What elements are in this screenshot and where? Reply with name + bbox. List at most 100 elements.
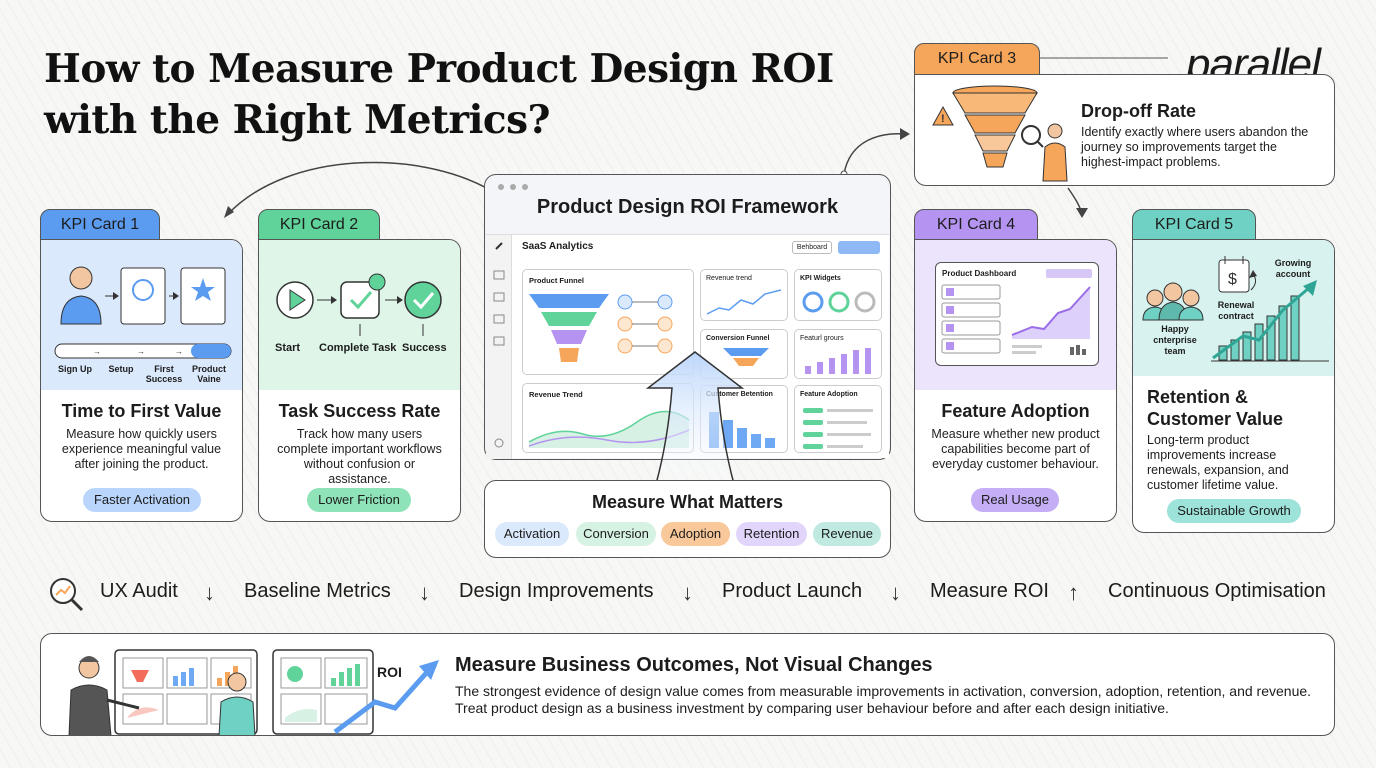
title-line-2: with the Right Metrics? xyxy=(44,97,550,143)
sidebar-icons xyxy=(493,242,505,448)
panel-label: Revenue Trend xyxy=(529,390,583,399)
chip-adoption: Adoption xyxy=(661,522,730,546)
panel-label: Featurl grours xyxy=(800,335,844,342)
label-happy-team: Happy cnterprise team xyxy=(1153,324,1197,356)
magnifier-chart-icon xyxy=(50,578,84,612)
label-growing-account: Growing account xyxy=(1274,258,1312,279)
panel-label: Revenue trend xyxy=(706,275,752,282)
bottom-title: Measure Business Outcomes, Not Visual Ch… xyxy=(455,654,933,676)
journey-label-product-value: Product Vaine xyxy=(191,364,226,384)
kpi-card-3-description: Identify exactly where users abandon the… xyxy=(1081,125,1309,169)
chip-revenue: Revenue xyxy=(813,522,881,546)
journey-label-first-success: First Success xyxy=(145,364,183,384)
panel-label: Product Funnel xyxy=(529,276,584,285)
kpi-card-5-tab: KPI Card 5 xyxy=(1132,209,1256,241)
kpi-card-1-title: Time to First Value xyxy=(61,401,222,421)
panel-revenue-trend-small: Revenue trend xyxy=(700,269,788,321)
svg-text:!: ! xyxy=(941,113,945,125)
kpi-card-2-title: Task Success Rate xyxy=(278,401,441,421)
kpi-card-5-title: Retention & Customer Value xyxy=(1147,387,1284,429)
arrow-down-icon: ↓ xyxy=(204,580,215,605)
growth-team-icon: $ xyxy=(1142,256,1329,362)
kpi-card-1-illustration: →→→ Sign Up Setup First Success Product … xyxy=(41,240,242,390)
kpi-card-3-title: Drop-off Rate xyxy=(1081,101,1196,121)
bottom-banner: ROI Measure Business Outcomes, Not Visua… xyxy=(40,633,1335,736)
arrow-down-icon: ↓ xyxy=(419,580,430,605)
panel-feature-adoption: Feature Adoption xyxy=(794,385,882,453)
chip-conversion: Conversion xyxy=(576,522,656,546)
panel-feature-groups: Featurl grours xyxy=(794,329,882,379)
panel-revenue-trend-large: Revenue Trend xyxy=(522,383,694,453)
panel-kpi-widgets: KPI Widgets xyxy=(794,269,882,321)
svg-text:→: → xyxy=(175,347,183,356)
panel-label: KPI Widgets xyxy=(800,275,841,282)
framework-title: Product Design ROI Framework xyxy=(536,196,839,218)
roi-label: ROI xyxy=(377,664,402,680)
journey-label-setup: Setup xyxy=(108,364,134,374)
funnel-chart xyxy=(529,294,673,362)
kpi-card-5-description: Long-term product improvements increase … xyxy=(1147,433,1289,492)
line-chart xyxy=(706,289,782,315)
kpi-card-5-illustration: $ Growing account Renewal contract Happy… xyxy=(1133,240,1334,376)
bar-chart xyxy=(805,348,871,374)
page-title: How to Measure Product Design ROI with t… xyxy=(44,44,834,146)
title-line-1: How to Measure Product Design ROI xyxy=(44,46,834,92)
kpi-card-4-illustration: Product Dashboard xyxy=(915,240,1116,390)
product-dashboard-mockup: Product Dashboard xyxy=(935,262,1099,366)
kpi-card-2-pill: Lower Friction xyxy=(307,488,411,512)
dashboard-action-button[interactable] xyxy=(838,241,880,254)
task-label-success: Success xyxy=(402,342,447,354)
panel-label: Conversion Funnel xyxy=(706,335,770,342)
arrow-up-icon: ↑ xyxy=(1068,580,1079,605)
step-baseline-metrics: Baseline Metrics xyxy=(244,580,391,602)
business-outcomes-illustration xyxy=(68,649,439,735)
panel-label: Customer Betention xyxy=(706,391,773,398)
kpi-card-4-title: Feature Adoption xyxy=(941,401,1090,421)
dashboard-sidebar xyxy=(486,235,512,459)
kpi-card-1-description: Measure how quickly users experience mea… xyxy=(61,427,222,471)
step-design-improvements: Design Improvements xyxy=(459,580,654,602)
svg-text:→: → xyxy=(93,347,101,356)
kpi-card-5: $ Growing account Renewal contract Happy… xyxy=(1132,239,1335,533)
kpi-card-3: ! Drop-off Rate Identify exactly where u… xyxy=(914,74,1335,186)
kpi-card-4-pill: Real Usage xyxy=(971,488,1059,512)
bottom-body: The strongest evidence of design value c… xyxy=(455,683,1312,716)
kpi-card-2-tab: KPI Card 2 xyxy=(258,209,380,241)
task-label-complete: Complete Task xyxy=(319,342,397,354)
kpi-card-4-tab: KPI Card 4 xyxy=(914,209,1038,241)
kpi-card-2-description: Track how many users complete important … xyxy=(277,427,442,486)
panel-label: Feature Adoption xyxy=(800,391,858,398)
arrow-down-icon: ↓ xyxy=(682,580,693,605)
step-ux-audit: UX Audit xyxy=(100,580,178,602)
chip-activation: Activation xyxy=(495,522,569,546)
product-dashboard-label: Product Dashboard xyxy=(942,269,1017,278)
dashboard-header-bar xyxy=(1046,269,1092,278)
upward-arrow-icon xyxy=(645,351,745,485)
kpi-card-5-pill: Sustainable Growth xyxy=(1167,499,1301,523)
mini-funnel xyxy=(723,348,769,366)
window-dots-icon xyxy=(498,184,528,190)
kpi-card-4-description: Measure whether new product capabilities… xyxy=(931,427,1100,471)
panel-product-funnel: Product Funnel xyxy=(522,269,694,375)
task-flow-icon xyxy=(276,273,442,336)
adoption-list xyxy=(803,408,873,449)
dashboard-button[interactable]: Behboard xyxy=(792,241,832,254)
task-label-start: Start xyxy=(275,342,301,354)
adoption-chart xyxy=(941,284,1091,355)
kpi-card-1-pill: Faster Activation xyxy=(83,488,201,512)
svg-text:$: $ xyxy=(1228,271,1237,288)
arrow-down-icon: ↓ xyxy=(890,580,901,605)
step-product-launch: Product Launch xyxy=(722,580,863,602)
kpi-card-4: Product Dashboard Feature Adoption Measu… xyxy=(914,239,1117,522)
dashboard-app-name: SaaS Analytics xyxy=(522,241,594,252)
kpi-card-1-tab: KPI Card 1 xyxy=(40,209,160,241)
kpi-card-1: →→→ Sign Up Setup First Success Product … xyxy=(40,239,243,522)
journey-label-signup: Sign Up xyxy=(58,364,92,374)
measure-title: Measure What Matters xyxy=(591,492,784,512)
label-renewal-contract: Renewal contract xyxy=(1217,300,1255,321)
onboarding-journey-icon: →→→ xyxy=(54,266,232,359)
step-measure-roi: Measure ROI xyxy=(930,580,1049,602)
kpi-card-2: Start Complete Task Success Task Success… xyxy=(258,239,461,522)
panel-conversion-funnel: Conversion Funnel xyxy=(700,329,788,379)
chip-retention: Retention xyxy=(736,522,807,546)
